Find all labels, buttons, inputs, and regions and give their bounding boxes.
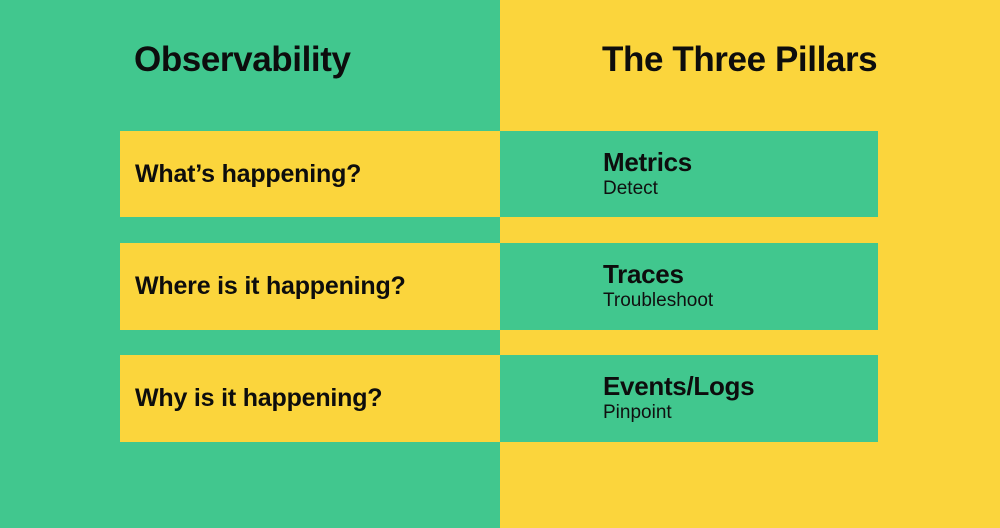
question-text-2: Where is it happening? (135, 272, 406, 300)
left-column-title: Observability (134, 40, 351, 79)
pillar-band-2: Traces Troubleshoot (500, 243, 878, 330)
right-column-title: The Three Pillars (602, 40, 878, 79)
pillar-name-1: Metrics (603, 146, 692, 177)
pillar-action-2: Troubleshoot (603, 290, 714, 312)
question-band-2: Where is it happening? (120, 243, 500, 330)
pillar-band-1: Metrics Detect (500, 131, 878, 217)
question-text-1: What’s happening? (135, 159, 362, 188)
question-band-1: What’s happening? (120, 131, 500, 217)
pillar-name-3: Events/Logs (603, 371, 755, 402)
pillar-name-2: Traces (603, 259, 684, 290)
pillar-action-1: Detect (603, 177, 658, 199)
question-text-3: Why is it happening? (135, 384, 383, 412)
pillar-band-3: Events/Logs Pinpoint (500, 355, 878, 442)
pillar-action-3: Pinpoint (603, 402, 672, 424)
question-band-3: Why is it happening? (120, 355, 500, 442)
